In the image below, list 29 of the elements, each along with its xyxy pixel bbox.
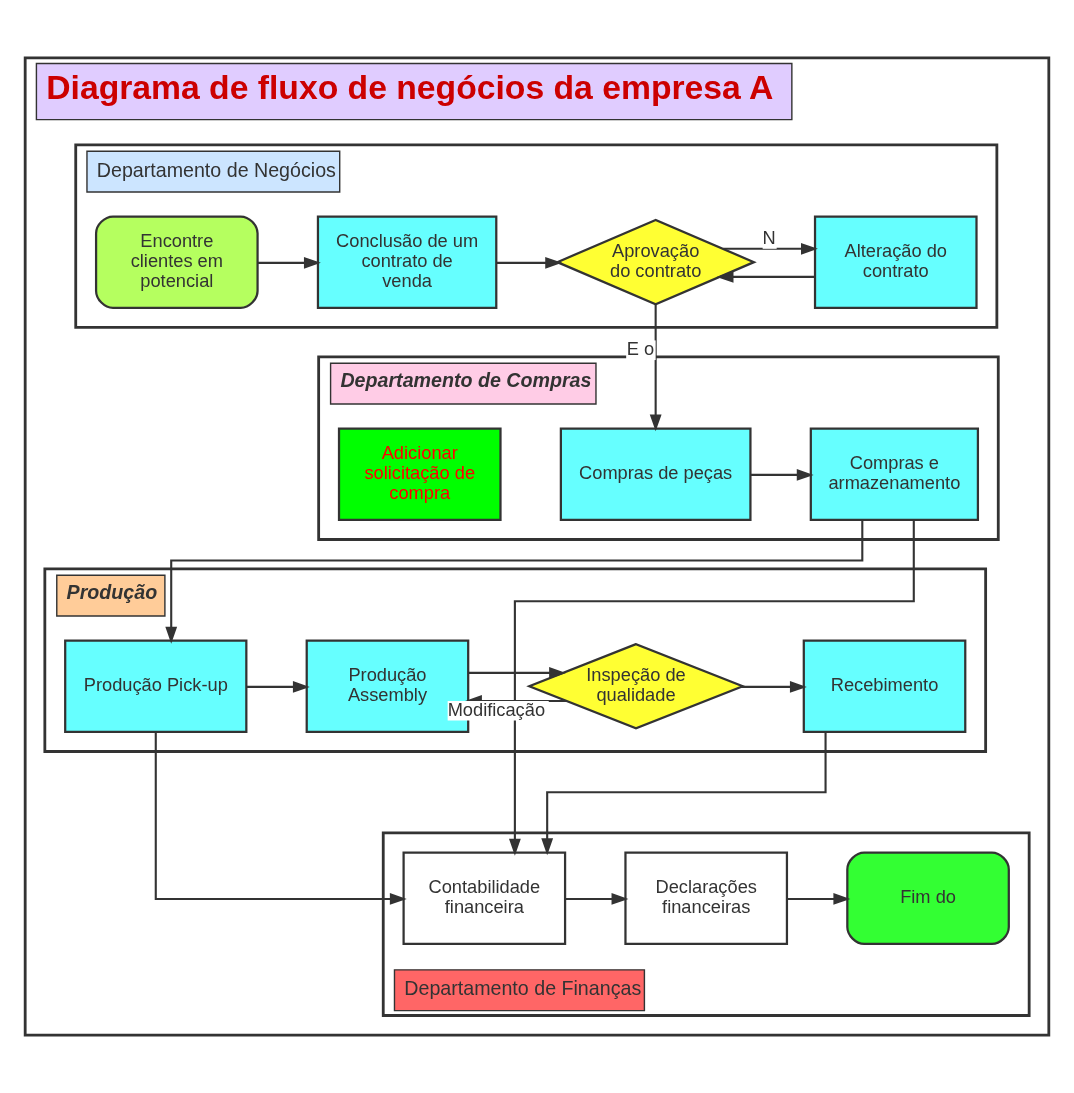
node-box: Adicionar solicitação de compra [337, 427, 502, 521]
arrow [541, 732, 827, 856]
arrow [508, 520, 915, 856]
node-box: Recebimento [802, 639, 967, 733]
node-box: Compras de peças [559, 427, 752, 521]
arrow [750, 468, 814, 481]
node-box: Fim do [846, 851, 1010, 945]
arrow [154, 731, 407, 905]
node-box: Alteração do contrato [813, 215, 978, 309]
edge-label: N [762, 226, 776, 248]
arrow [723, 242, 818, 255]
node-box: Encontre clientes em potencial [94, 215, 259, 309]
node-box: Compras e armazenamento [809, 427, 980, 521]
arrow [246, 681, 310, 693]
node-box: Declarações financeiras [624, 851, 789, 945]
node-box: Contabilidade financeira [402, 851, 567, 945]
arrow [565, 893, 629, 905]
arrow [496, 256, 563, 269]
arrow [787, 893, 851, 905]
arrow [468, 666, 566, 679]
arrow [165, 519, 864, 644]
arrow [649, 304, 662, 432]
edge-label: E o [626, 338, 655, 359]
arrow [716, 271, 815, 283]
edge-label: Modificação [447, 698, 546, 720]
arrow [741, 681, 807, 693]
arrow [258, 256, 321, 269]
node-box: Conclusão de um contrato de venda [316, 215, 498, 309]
node-box: Produção Pick-up [64, 639, 248, 733]
